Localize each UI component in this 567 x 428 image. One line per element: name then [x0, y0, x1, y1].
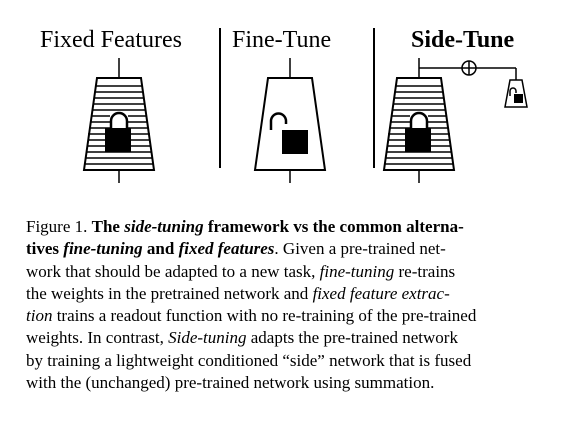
header-fixed-features: Fixed Features	[40, 27, 182, 53]
caption-line: work that should be adapted to a new tas…	[26, 261, 544, 283]
side-lock-closed-icon	[405, 111, 431, 152]
caption-text: by training a lightweight conditioned “s…	[26, 350, 472, 370]
caption-line: Figure 1. The side-tuning framework vs t…	[26, 216, 544, 238]
caption-text: the weights in the pretrained network an…	[26, 283, 313, 303]
caption-text: . Given a pre-trained net-	[274, 239, 446, 259]
caption-term-fine-tuning: fine-tuning	[63, 239, 143, 259]
panel-divider-1	[219, 28, 221, 168]
figure-diagram	[82, 58, 528, 183]
caption-term-fixed-feature-extraction: tion	[26, 306, 53, 326]
caption-line: with the (unchanged) pre-trained network…	[26, 372, 544, 394]
caption-term-side-tuning: Side-tuning	[168, 328, 247, 348]
caption-text: work that should be adapted to a new tas…	[26, 261, 320, 281]
caption-bold-text: tives	[26, 239, 64, 259]
caption-term-fixed-feature-extraction: fixed feature extrac-	[312, 283, 450, 303]
lock-closed-icon	[105, 111, 131, 152]
fine-tune-network-icon	[253, 58, 327, 183]
figure-caption: Figure 1. The side-tuning framework vs t…	[26, 216, 544, 394]
caption-term-side-tuning: side-tuning	[124, 217, 204, 236]
caption-line: tion trains a readout function with no r…	[26, 305, 544, 327]
caption-text: trains a readout function with no re-tra…	[52, 306, 477, 326]
caption-bold-text: framework vs the common alterna-	[203, 217, 464, 236]
lock-open-icon	[269, 112, 308, 154]
caption-bold-text: and	[142, 239, 179, 259]
caption-bold-text: The	[91, 217, 125, 236]
caption-text: re-trains	[394, 261, 456, 281]
caption-term-fixed-features: fixed features	[178, 239, 275, 259]
caption-line: weights. In contrast, Side-tuning adapts…	[26, 327, 544, 349]
caption-line: the weights in the pretrained network an…	[26, 283, 544, 305]
header-side-tune: Side-Tune	[411, 27, 515, 53]
caption-line: by training a lightweight conditioned “s…	[26, 350, 544, 372]
summation-icon	[461, 60, 477, 76]
side-lock-open-icon	[509, 87, 523, 103]
caption-term-fine-tuning: fine-tuning	[319, 261, 395, 281]
figure-1: Fixed Features Fine-Tune Side-Tune	[0, 0, 567, 200]
panel-divider-2	[373, 28, 375, 168]
caption-text: with the (unchanged) pre-trained network…	[26, 373, 435, 393]
caption-text: weights. In contrast,	[26, 328, 169, 348]
header-fine-tune: Fine-Tune	[232, 27, 332, 53]
caption-label: Figure 1.	[26, 217, 92, 236]
caption-text: adapts the pre-trained network	[246, 328, 458, 348]
caption-line: tives fine-tuning and fixed features. Gi…	[26, 238, 544, 260]
